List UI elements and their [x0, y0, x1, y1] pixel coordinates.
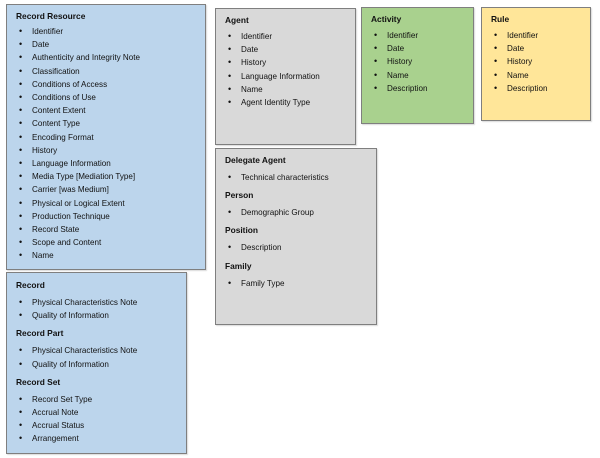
list-item: Conditions of Access — [16, 78, 199, 91]
list-item: Physical or Logical Extent — [16, 197, 199, 210]
list-item: Arrangement — [16, 432, 180, 445]
list-item: Record Set Type — [16, 393, 180, 406]
section-title: Record — [16, 280, 45, 290]
section-list: Family Type — [225, 277, 370, 290]
list-item: Accrual Note — [16, 406, 180, 419]
agent-box: Agent IdentifierDateHistoryLanguage Info… — [215, 8, 356, 145]
list-item: Carrier [was Medium] — [16, 183, 199, 196]
list-item: Media Type [Mediation Type] — [16, 170, 199, 183]
section-title: Record Set — [16, 376, 61, 387]
list-item: Name — [491, 69, 584, 82]
activity-list: IdentifierDateHistoryNameDescription — [371, 29, 467, 95]
section-list: Description — [225, 241, 370, 254]
section-list: Physical Characteristics NoteQuality of … — [16, 344, 180, 371]
list-item: Description — [491, 82, 584, 95]
activity-box: Activity IdentifierDateHistoryNameDescri… — [361, 7, 474, 124]
agent-title: Agent — [225, 15, 249, 25]
section-list: Physical Characteristics NoteQuality of … — [16, 296, 180, 323]
list-item: Physical Characteristics Note — [16, 296, 180, 309]
list-item: Date — [371, 42, 467, 55]
section-title: Person — [225, 190, 254, 201]
section-title: Family — [225, 260, 252, 271]
section-list: Technical characteristics — [225, 171, 370, 184]
list-item: Identifier — [225, 30, 349, 43]
list-item: Demographic Group — [225, 206, 370, 219]
list-item: Physical Characteristics Note — [16, 344, 180, 357]
list-item: History — [16, 144, 199, 157]
rule-title: Rule — [491, 14, 510, 24]
section-title: Delegate Agent — [225, 155, 286, 165]
list-item: Identifier — [16, 25, 199, 38]
list-item: Description — [371, 82, 467, 95]
list-item: Content Type — [16, 117, 199, 130]
agent-list: IdentifierDateHistoryLanguage Informatio… — [225, 30, 349, 109]
list-item: Authenticity and Integrity Note — [16, 51, 199, 64]
list-item: Technical characteristics — [225, 171, 370, 184]
record-resource-list: IdentifierDateAuthenticity and Integrity… — [16, 25, 199, 263]
section-list: Record Set TypeAccrual NoteAccrual Statu… — [16, 393, 180, 446]
list-item: Date — [491, 42, 584, 55]
list-item: Accrual Status — [16, 419, 180, 432]
list-item: Classification — [16, 65, 199, 78]
list-item: Scope and Content — [16, 236, 199, 249]
list-item: Name — [16, 249, 199, 262]
list-item: Language Information — [225, 70, 349, 83]
rule-list: IdentifierDateHistoryNameDescription — [491, 29, 584, 95]
list-item: Identifier — [371, 29, 467, 42]
list-item: Encoding Format — [16, 131, 199, 144]
record-box: RecordPhysical Characteristics NoteQuali… — [6, 272, 187, 454]
list-item: Description — [225, 241, 370, 254]
section-title: Position — [225, 225, 259, 236]
list-item: Record State — [16, 223, 199, 236]
list-item: Name — [225, 83, 349, 96]
list-item: Conditions of Use — [16, 91, 199, 104]
list-item: Family Type — [225, 277, 370, 290]
list-item: Quality of Information — [16, 358, 180, 371]
record-resource-box: Record Resource IdentifierDateAuthentici… — [6, 4, 206, 270]
record-sections: RecordPhysical Characteristics NoteQuali… — [16, 279, 180, 446]
list-item: Date — [16, 38, 199, 51]
list-item: Date — [225, 43, 349, 56]
list-item: History — [491, 55, 584, 68]
list-item: Quality of Information — [16, 309, 180, 322]
list-item: Production Technique — [16, 210, 199, 223]
section-list: Demographic Group — [225, 206, 370, 219]
section-title: Record Part — [16, 328, 64, 339]
list-item: History — [225, 56, 349, 69]
delegate-sections: Delegate AgentTechnical characteristicsP… — [225, 154, 370, 290]
list-item: Content Extent — [16, 104, 199, 117]
list-item: Name — [371, 69, 467, 82]
list-item: Identifier — [491, 29, 584, 42]
list-item: Language Information — [16, 157, 199, 170]
list-item: History — [371, 55, 467, 68]
record-resource-title: Record Resource — [16, 11, 86, 21]
delegate-agent-box: Delegate AgentTechnical characteristicsP… — [215, 148, 377, 325]
list-item: Agent Identity Type — [225, 96, 349, 109]
activity-title: Activity — [371, 14, 402, 24]
rule-box: Rule IdentifierDateHistoryNameDescriptio… — [481, 7, 591, 121]
